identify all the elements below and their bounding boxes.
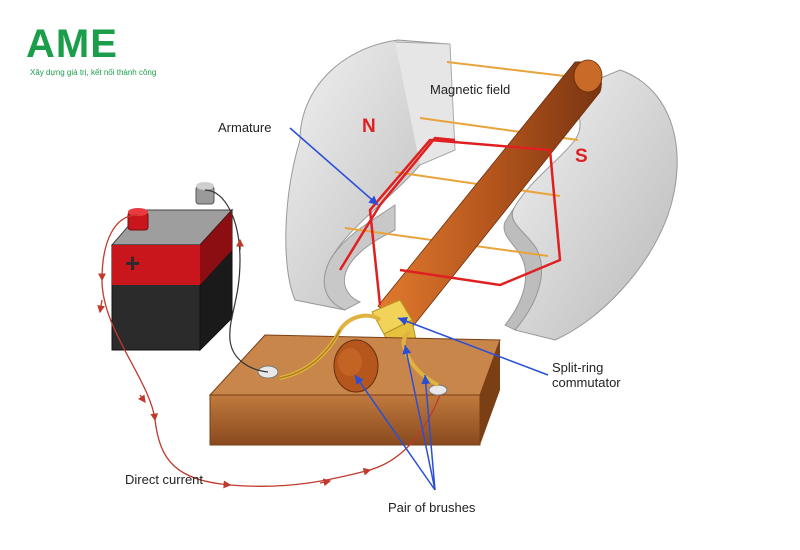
shaft-front-end [333,339,379,393]
callout-lines [289,127,549,491]
armature-shaft [377,59,603,331]
armature-label: Armature [218,120,272,135]
north-magnet [285,39,456,311]
brushes-label: Pair of brushes [388,500,476,515]
south-magnet [503,69,678,341]
ame-tagline: Xây dựng giá trị, kết nối thành công [30,68,157,77]
ame-logo: AME [26,22,118,66]
north-pole-label: N [362,116,376,137]
wires [97,189,441,489]
commutator-label: Split-ring commutator [552,360,621,390]
direct-current-label: Direct current [125,472,204,487]
south-pole-label: S [575,146,588,167]
battery-plus-sign: + [125,248,140,278]
armature-coil [338,136,562,306]
magnetic-field-label: Magnetic field [430,82,511,97]
